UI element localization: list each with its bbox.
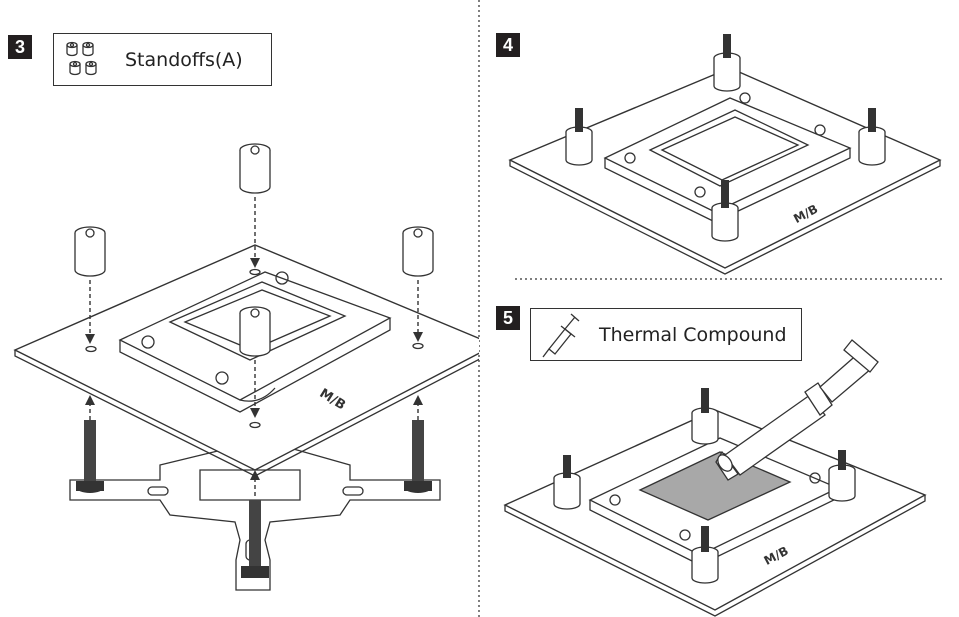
syringe-icon bbox=[542, 313, 580, 358]
step-3-illustration: M/B bbox=[13, 143, 479, 591]
standoff-right bbox=[402, 226, 434, 277]
standoff-step4-left bbox=[565, 108, 593, 166]
standoff-step4-right bbox=[858, 108, 886, 166]
standoffs-icon bbox=[66, 41, 97, 76]
standoff-center bbox=[239, 306, 271, 357]
step-4-badge: 4 bbox=[496, 33, 520, 57]
standoff-step5-front bbox=[691, 526, 719, 584]
standoff-step5-back bbox=[691, 388, 719, 445]
standoff-step4-back bbox=[713, 34, 741, 92]
standoff-left bbox=[74, 226, 106, 277]
thermal-compound-label-box: Thermal Compound bbox=[530, 308, 802, 361]
screw-right bbox=[404, 420, 432, 493]
cpu-socket-step4 bbox=[603, 92, 852, 223]
thermal-compound-patch bbox=[638, 451, 792, 521]
thermal-compound-label: Thermal Compound bbox=[599, 323, 787, 346]
syringe-applicator bbox=[715, 339, 879, 481]
standoff-step4-front bbox=[711, 180, 739, 242]
standoffs-label: Standoffs(A) bbox=[125, 48, 243, 71]
step-3-badge: 3 bbox=[8, 35, 32, 59]
screw-bottom bbox=[241, 500, 269, 578]
standoffs-label-box: Standoffs(A) bbox=[53, 33, 272, 86]
standoff-step5-left bbox=[553, 455, 581, 510]
standoff-step5-right bbox=[828, 450, 856, 502]
standoff-top bbox=[239, 143, 271, 194]
step-5-badge: 5 bbox=[496, 306, 520, 330]
screw-left bbox=[76, 420, 104, 493]
